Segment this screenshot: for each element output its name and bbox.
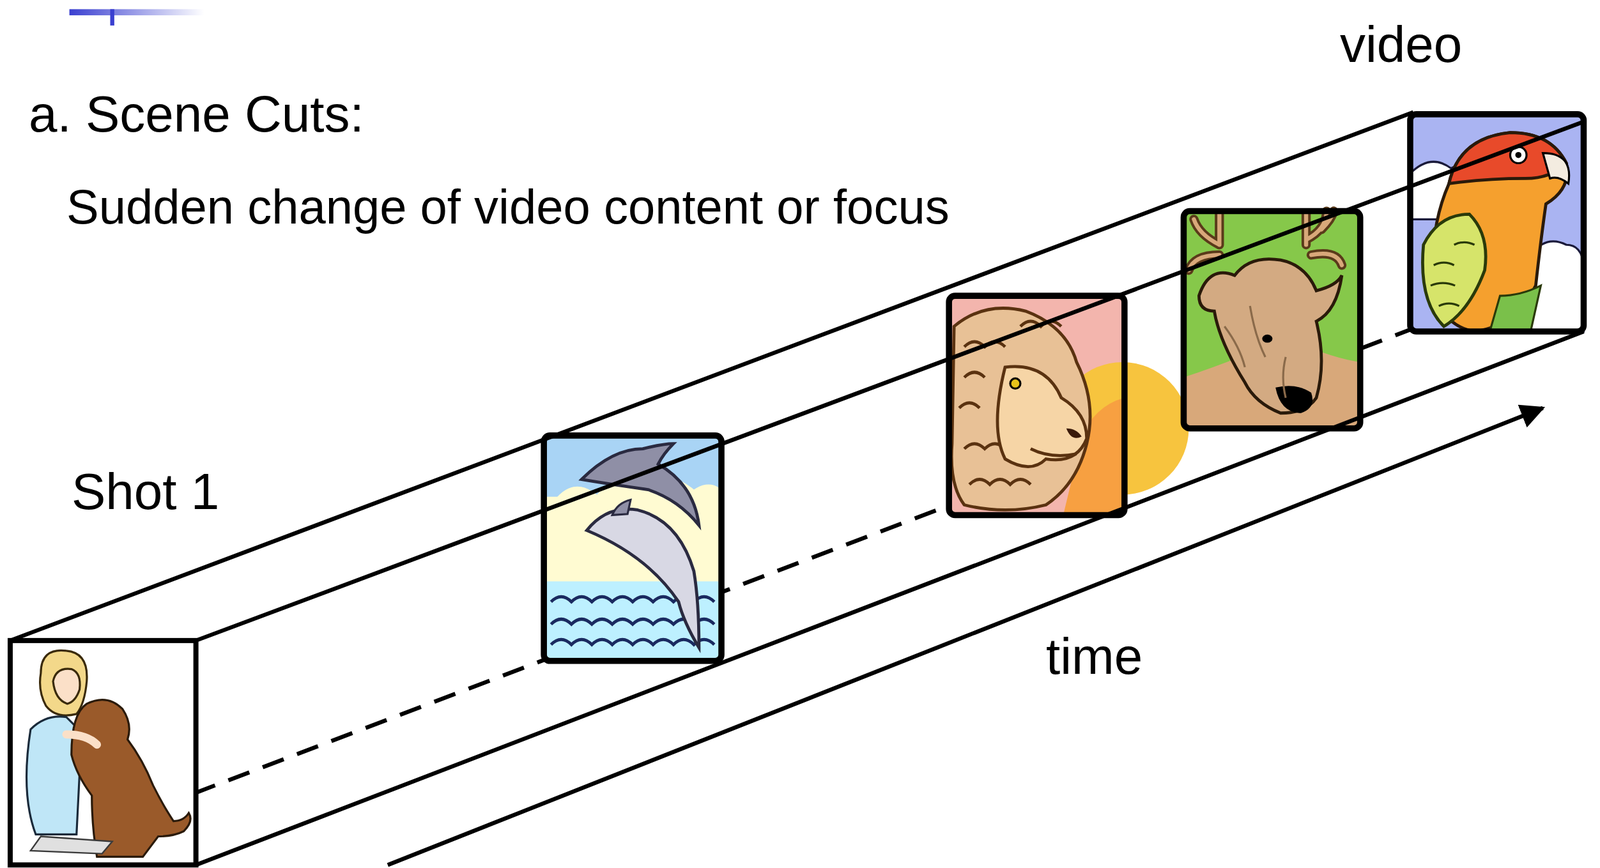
video-label: video bbox=[1339, 19, 1462, 71]
dolphin-frame bbox=[543, 435, 722, 662]
shot-label: Shot 1 bbox=[71, 466, 220, 518]
video-box-edges bbox=[10, 112, 1584, 866]
deer-frame bbox=[1183, 211, 1360, 429]
time-label: time bbox=[1046, 631, 1143, 683]
parrot-frame bbox=[1410, 114, 1584, 332]
woman-dog-frame bbox=[10, 640, 197, 866]
description-text: Sudden change of video content or focus bbox=[66, 182, 950, 232]
slide-title: a. Scene Cuts: bbox=[28, 88, 365, 140]
header-bar bbox=[69, 8, 205, 16]
time-arrow bbox=[387, 408, 1544, 866]
header-bar bbox=[109, 8, 114, 26]
lion-frame bbox=[948, 295, 1189, 516]
hidden-edge bbox=[22, 328, 1414, 859]
